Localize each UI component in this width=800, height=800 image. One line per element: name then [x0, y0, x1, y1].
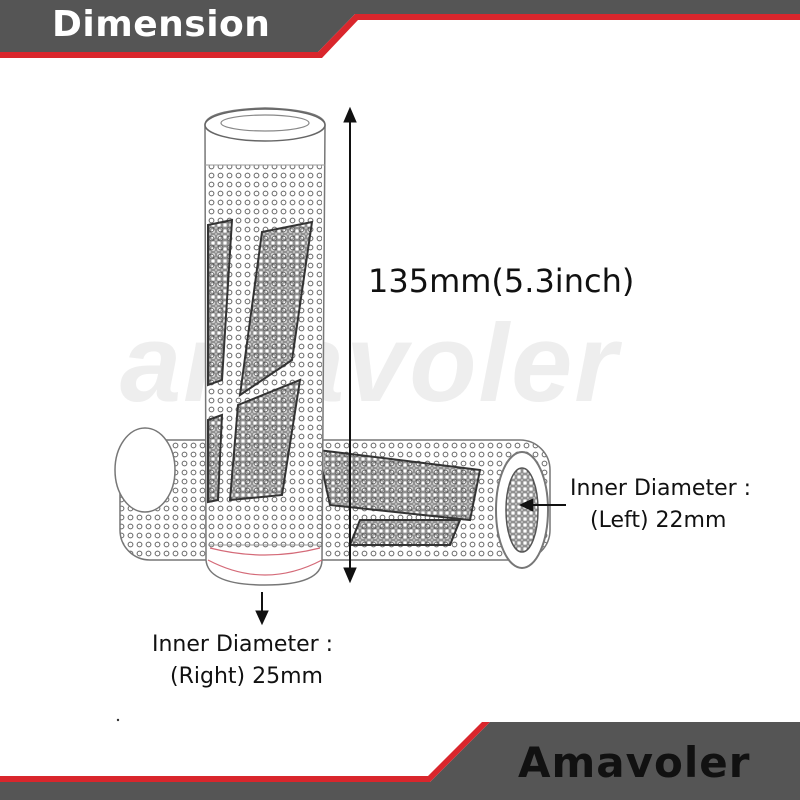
right-diameter-label: Inner Diameter :: [152, 632, 334, 657]
length-arrow: [343, 106, 357, 584]
right-diameter-arrow: [255, 592, 269, 626]
watermark-text: amavoler: [120, 302, 620, 425]
footer-bar: [0, 722, 800, 800]
right-grip: [204, 107, 326, 586]
header-bar: [0, 0, 800, 58]
left-diameter-label: Inner Diameter :: [570, 476, 752, 501]
left-diameter-arrow: [518, 498, 566, 512]
right-diameter-value: (Right) 25mm: [170, 664, 323, 689]
length-label: 135mm(5.3inch): [368, 262, 635, 300]
left-grip: [114, 427, 551, 569]
left-diameter-value: (Left) 22mm: [590, 508, 727, 533]
page-title: Dimension: [52, 4, 271, 45]
brand-logo-text: Amavoler: [518, 738, 751, 787]
